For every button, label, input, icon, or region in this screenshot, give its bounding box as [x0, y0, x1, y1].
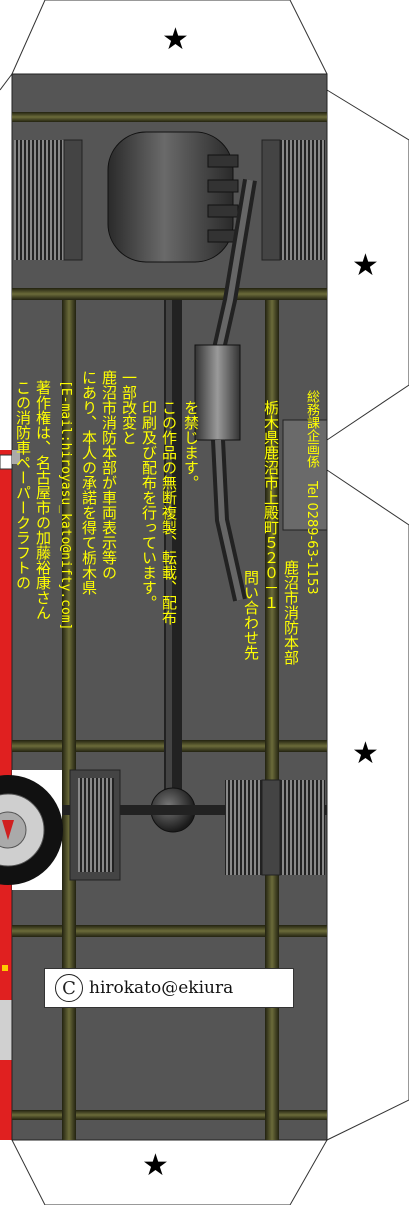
credit-line: この消防車ペーパークラフトの [14, 380, 32, 590]
star-icon: ★ [352, 736, 379, 771]
credit-line: 印刷及び配布を行っています。 [140, 400, 158, 610]
credit-line: 鹿沼市消防本部が車両表示等の [100, 370, 118, 580]
contact-line: 問い合わせ先 [242, 570, 260, 660]
star-icon: ★ [142, 1148, 169, 1183]
copyright-icon: C [55, 974, 83, 1002]
contact-line: 鹿沼市消防本部 [282, 560, 300, 665]
copyright-label: C hirokato@ekiura [44, 968, 294, 1008]
credit-line: この作品の無断複製、転載、配布 [160, 400, 178, 625]
credit-line: 著作権は、名古屋市の加藤裕康さん [34, 380, 52, 620]
muffler [194, 344, 241, 441]
credit-line: [E-mail:hiroyasu_kato@nifty.com] [58, 380, 73, 631]
credit-line: にあり、本人の承諾を得て栃木県 [80, 370, 98, 595]
star-icon: ★ [352, 248, 379, 283]
copyright-text: hirokato@ekiura [89, 978, 234, 998]
contact-line: 総務課企画係 Tel 0289-63-1153 [304, 390, 319, 595]
contact-line: 栃木県鹿沼市上殿町５２０－１ [262, 400, 280, 610]
fuel-tank [107, 131, 234, 263]
credit-line: 一部改変と [120, 370, 138, 445]
credit-line: を禁じます。 [182, 400, 200, 490]
star-icon: ★ [162, 22, 189, 57]
